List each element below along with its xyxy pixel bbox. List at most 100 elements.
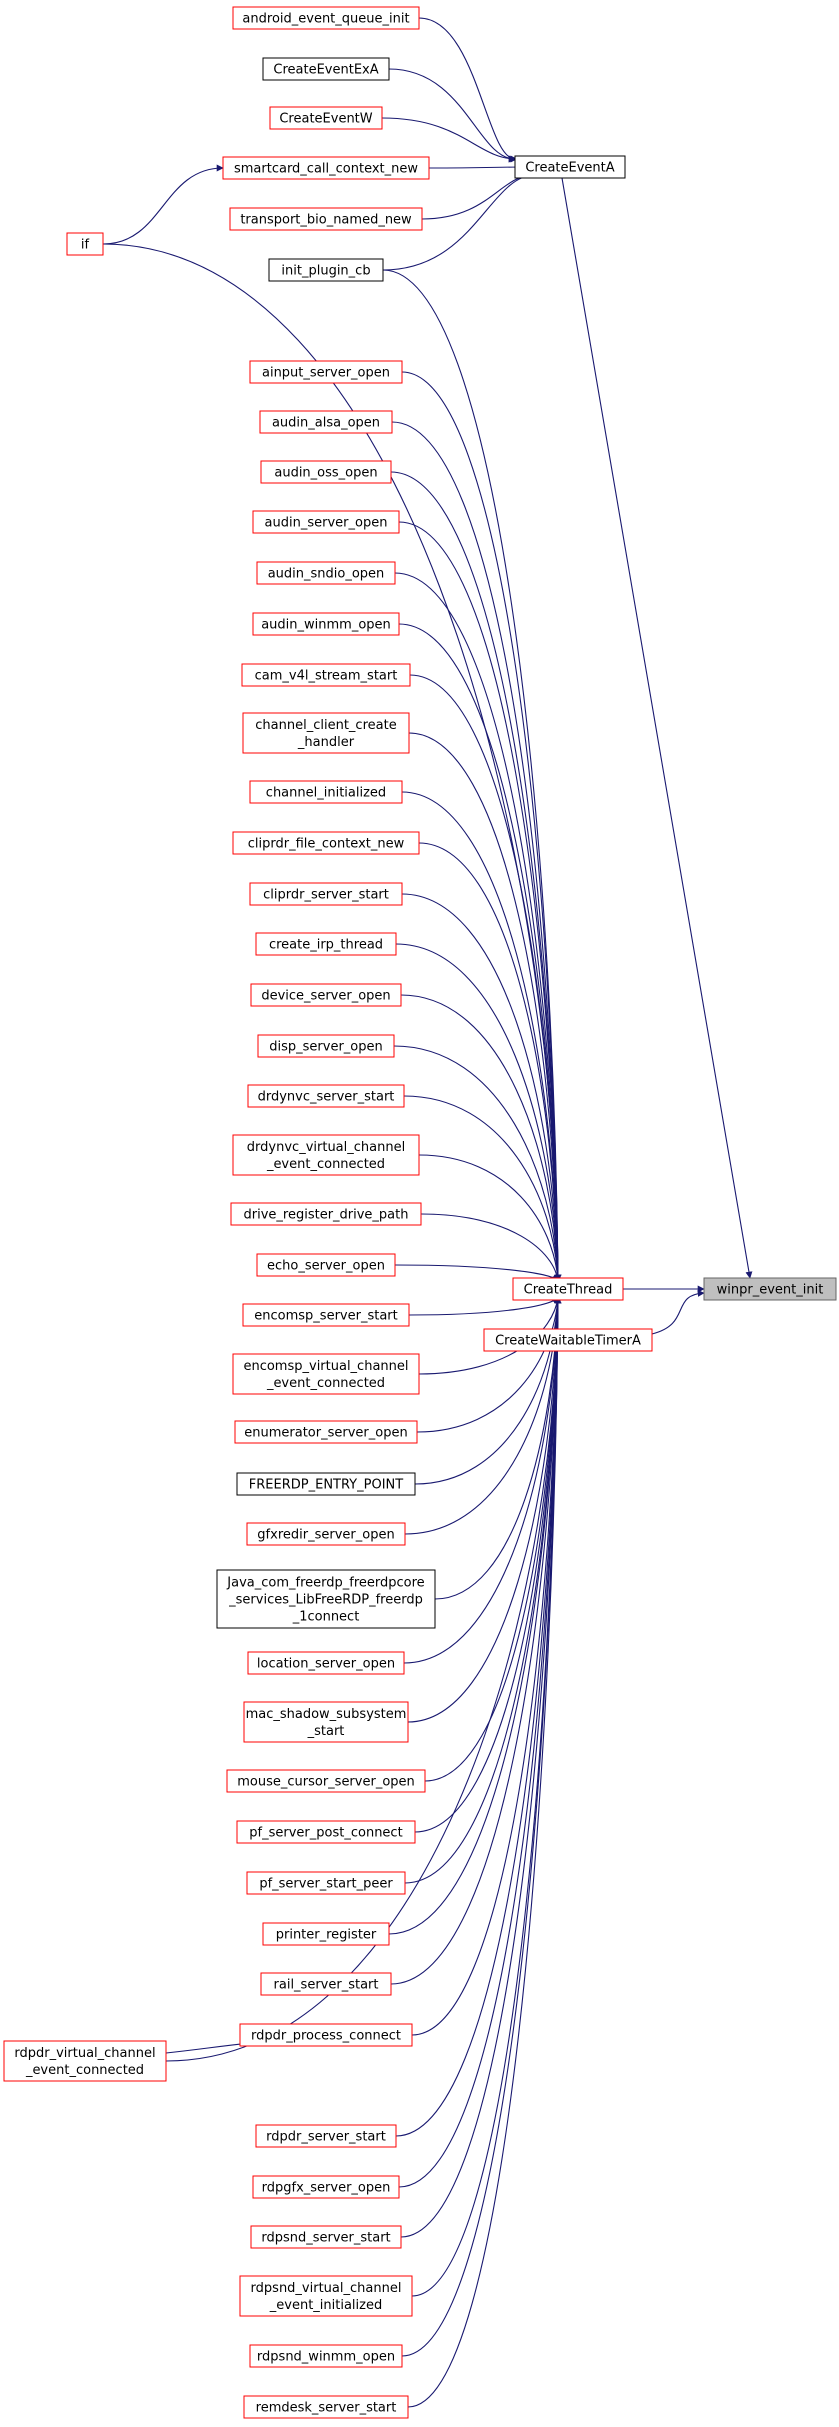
node-box [483, 1328, 653, 1352]
node-mouse-cursor-server-open[interactable]: mouse_cursor_server_open [226, 1769, 426, 1793]
node-enumerator-server-open[interactable]: enumerator_server_open [234, 1420, 418, 1444]
node-box [252, 2175, 400, 2199]
node-audin-winmm-open[interactable]: audin_winmm_open [252, 612, 400, 636]
node-box [249, 2344, 403, 2368]
node-remdesk-server-start[interactable]: remdesk_server_start [243, 2395, 409, 2419]
node-label: remdesk_server_start [256, 2401, 397, 2416]
edge-audin-server-open-to-createthread [398, 521, 562, 1282]
node-rdpsnd-server-start[interactable]: rdpsnd_server_start [250, 2225, 402, 2249]
node-createeventw[interactable]: CreateEventW [269, 106, 383, 130]
edge-enumerator-server-open-to-createthread [416, 1296, 562, 1433]
node-label: rdpsnd_virtual_channel [251, 2281, 402, 2296]
node-label: rdpdr_server_start [266, 2130, 386, 2145]
node-audin-sndio-open[interactable]: audin_sndio_open [256, 561, 396, 585]
node-create-irp-thread[interactable]: create_irp_thread [255, 932, 397, 956]
node-label: pf_server_start_peer [259, 1877, 393, 1892]
node-label: smartcard_call_context_new [234, 162, 418, 177]
edge-disp-server-open-to-createthread [393, 1045, 562, 1282]
node-cliprdr-file-context-new[interactable]: cliprdr_file_context_new [232, 831, 420, 855]
node-channel-initialized[interactable]: channel_initialized [249, 780, 403, 804]
node-drive-register-drive-path[interactable]: drive_register_drive_path [230, 1202, 422, 1226]
node-box [262, 57, 390, 81]
node-rdpsnd-winmm-open[interactable]: rdpsnd_winmm_open [249, 2344, 403, 2368]
node-cliprdr-server-start[interactable]: cliprdr_server_start [249, 882, 403, 906]
node-box [259, 410, 393, 434]
node-echo-server-open[interactable]: echo_server_open [256, 1253, 396, 1277]
edge-createeventw-to-createeventa [381, 117, 518, 163]
edge-init-plugin-cb-to-createeventa [382, 171, 536, 271]
edge-createeventexa-to-createeventa [388, 68, 516, 163]
node-box [234, 1420, 418, 1444]
node-gfxredir-server-open[interactable]: gfxredir_server_open [246, 1522, 406, 1546]
node-rdpgfx-server-open[interactable]: rdpgfx_server_open [252, 2175, 400, 2199]
node-label: rdpdr_process_connect [251, 2029, 401, 2044]
node-box [269, 106, 383, 130]
node-box [255, 932, 397, 956]
node-label: gfxredir_server_open [257, 1528, 394, 1543]
node-android-event-queue-init[interactable]: android_event_queue_init [232, 6, 420, 30]
node-audin-server-open[interactable]: audin_server_open [252, 510, 400, 534]
node-box [236, 1472, 416, 1496]
node-audin-oss-open[interactable]: audin_oss_open [260, 460, 392, 484]
node-createeventa[interactable]: CreateEventA [514, 155, 626, 179]
edge-audin-winmm-open-to-createthread [398, 623, 562, 1282]
node-transport-bio-named-new[interactable]: transport_bio_named_new [229, 207, 423, 231]
node-createthread[interactable]: CreateThread [512, 1277, 624, 1301]
node-cam-v4l-stream-start[interactable]: cam_v4l_stream_start [241, 663, 411, 687]
node-printer-register[interactable]: printer_register [262, 1922, 390, 1946]
node-box [250, 2225, 402, 2249]
node-box [243, 2395, 409, 2419]
node-label: disp_server_open [269, 1040, 382, 1055]
node-rdpdr-process-connect[interactable]: rdpdr_process_connect [239, 2023, 413, 2047]
edge-rdpdr-virtual-channel-event-connected-to-createthread [165, 1296, 562, 2062]
node-box [249, 780, 403, 804]
node-box [262, 1922, 390, 1946]
edge-cliprdr-server-start-to-createthread [401, 893, 562, 1282]
node-encomsp-server-start[interactable]: encomsp_server_start [242, 1303, 410, 1327]
nodes-layer: winpr_event_init CreateEventA CreateThread… [3, 6, 837, 2419]
node-java-com-freerdp[interactable]: Java_com_freerdp_freerdpcore_services_Li… [216, 1569, 436, 1629]
node-label: Java_com_freerdp_freerdpcore [226, 1576, 424, 1591]
node-box [246, 1871, 406, 1895]
node-winpr-event-init[interactable]: winpr_event_init [703, 1277, 837, 1301]
node-label: audin_sndio_open [268, 567, 385, 582]
node-pf-server-start-peer[interactable]: pf_server_start_peer [246, 1871, 406, 1895]
edge-remdesk-server-start-to-createthread [407, 1296, 562, 2408]
node-disp-server-open[interactable]: disp_server_open [257, 1034, 395, 1058]
node-createeventexa[interactable]: CreateEventExA [262, 57, 390, 81]
node-box [230, 1202, 422, 1226]
edge-transport-bio-named-new-to-createeventa [421, 171, 535, 220]
node-label: mouse_cursor_server_open [237, 1775, 415, 1790]
node-location-server-open[interactable]: location_server_open [247, 1651, 405, 1675]
node-label: _event_initialized [269, 2298, 382, 2313]
node-label: _event_connected [266, 1157, 385, 1172]
node-drdynvc-server-start[interactable]: drdynvc_server_start [247, 1084, 405, 1108]
node-encomsp-virtual-channel-event-connected[interactable]: encomsp_virtual_channel_event_connected [232, 1353, 420, 1395]
node-ainput-server-open[interactable]: ainput_server_open [249, 360, 403, 384]
node-box [242, 712, 410, 754]
node-box [250, 983, 402, 1007]
node-rail-server-start[interactable]: rail_server_start [260, 1972, 392, 1996]
node-freerdp-entry-point[interactable]: FREERDP_ENTRY_POINT [236, 1472, 416, 1496]
node-label: init_plugin_cb [281, 264, 370, 279]
node-label: android_event_queue_init [242, 12, 409, 27]
node-rdpdr-server-start[interactable]: rdpdr_server_start [255, 2124, 397, 2148]
node-audin-alsa-open[interactable]: audin_alsa_open [259, 410, 393, 434]
node-rdpdr-virtual-channel-event-connected[interactable]: rdpdr_virtual_channel_event_connected [3, 2040, 167, 2082]
node-smartcard-call-context-new[interactable]: smartcard_call_context_new [222, 156, 430, 180]
node-box [3, 2040, 167, 2082]
node-if[interactable]: if [66, 232, 104, 256]
node-label: encomsp_virtual_channel [243, 1359, 408, 1374]
node-mac-shadow-subsystem-start[interactable]: mac_shadow_subsystem_start [243, 1701, 409, 1743]
node-box [249, 360, 403, 384]
edge-rail-server-start-to-createthread [390, 1296, 562, 1985]
node-createwaitabletimera[interactable]: CreateWaitableTimerA [483, 1328, 653, 1352]
node-channel-client-create-handler[interactable]: channel_client_create_handler [242, 712, 410, 754]
node-pf-server-post-connect[interactable]: pf_server_post_connect [236, 1820, 416, 1844]
node-drdynvc-virtual-channel-event-connected[interactable]: drdynvc_virtual_channel_event_connected [232, 1134, 420, 1176]
node-device-server-open[interactable]: device_server_open [250, 983, 402, 1007]
node-label: rail_server_start [274, 1978, 379, 1993]
node-init-plugin-cb[interactable]: init_plugin_cb [268, 258, 384, 282]
node-label: printer_register [276, 1928, 377, 1943]
node-rdpsnd-virtual-channel-event-initialized[interactable]: rdpsnd_virtual_channel _event_initialized [239, 2275, 413, 2317]
